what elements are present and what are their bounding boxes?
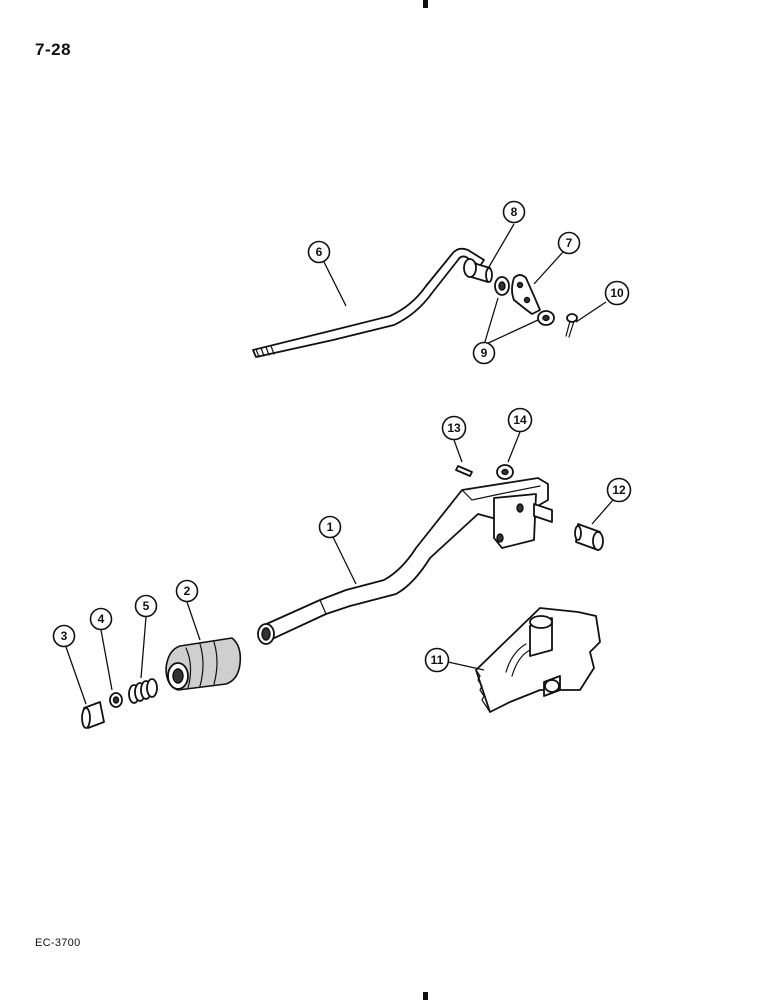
callout-2: 2 [175, 579, 199, 603]
part-14-washer [496, 464, 514, 480]
svg-text:12: 12 [612, 483, 626, 497]
figure-code: EC-3700 [35, 937, 81, 949]
part-7-link-plate [511, 274, 541, 315]
page-number: 7-28 [35, 40, 72, 59]
svg-text:7: 7 [566, 236, 573, 250]
part-4-washer [109, 692, 123, 708]
part-10-cotter-pin [565, 313, 578, 338]
svg-text:14: 14 [513, 413, 527, 427]
svg-text:4: 4 [98, 612, 105, 626]
svg-text:6: 6 [316, 245, 323, 259]
part-11-sector-plate [475, 607, 601, 713]
svg-text:1: 1 [327, 520, 334, 534]
callout-6: 6 [307, 240, 331, 264]
part-1-lever [257, 477, 553, 645]
part-9-washer-lower [537, 310, 555, 326]
callout-9: 9 [472, 341, 496, 365]
callout-5: 5 [134, 594, 158, 618]
svg-text:3: 3 [61, 629, 68, 643]
part-2-grip [165, 637, 242, 691]
svg-text:8: 8 [511, 205, 518, 219]
callout-7: 7 [557, 231, 581, 255]
part-6-rod [252, 247, 485, 358]
callout-3: 3 [52, 624, 76, 648]
part-9-washer-upper [494, 276, 510, 296]
svg-text:11: 11 [431, 653, 444, 667]
callout-14: 14 [507, 407, 533, 433]
svg-text:9: 9 [481, 346, 488, 360]
callout-1: 1 [318, 515, 342, 539]
svg-text:10: 10 [610, 286, 624, 300]
callout-10: 10 [604, 280, 630, 306]
page-bottom-mark [423, 992, 428, 1000]
svg-text:13: 13 [447, 421, 461, 435]
callout-11: 11 [424, 647, 450, 673]
part-5-spring [128, 678, 158, 704]
svg-text:5: 5 [143, 599, 150, 613]
part-12-pivot-pin [574, 523, 604, 551]
callout-8: 8 [502, 200, 526, 224]
callout-13: 13 [441, 415, 467, 441]
leader-lines [65, 223, 614, 705]
page-top-mark [423, 0, 428, 8]
callout-4: 4 [89, 607, 113, 631]
svg-text:2: 2 [184, 584, 191, 598]
part-13-roll-pin [455, 465, 473, 477]
callout-12: 12 [606, 477, 632, 503]
part-3-cap [81, 701, 105, 729]
